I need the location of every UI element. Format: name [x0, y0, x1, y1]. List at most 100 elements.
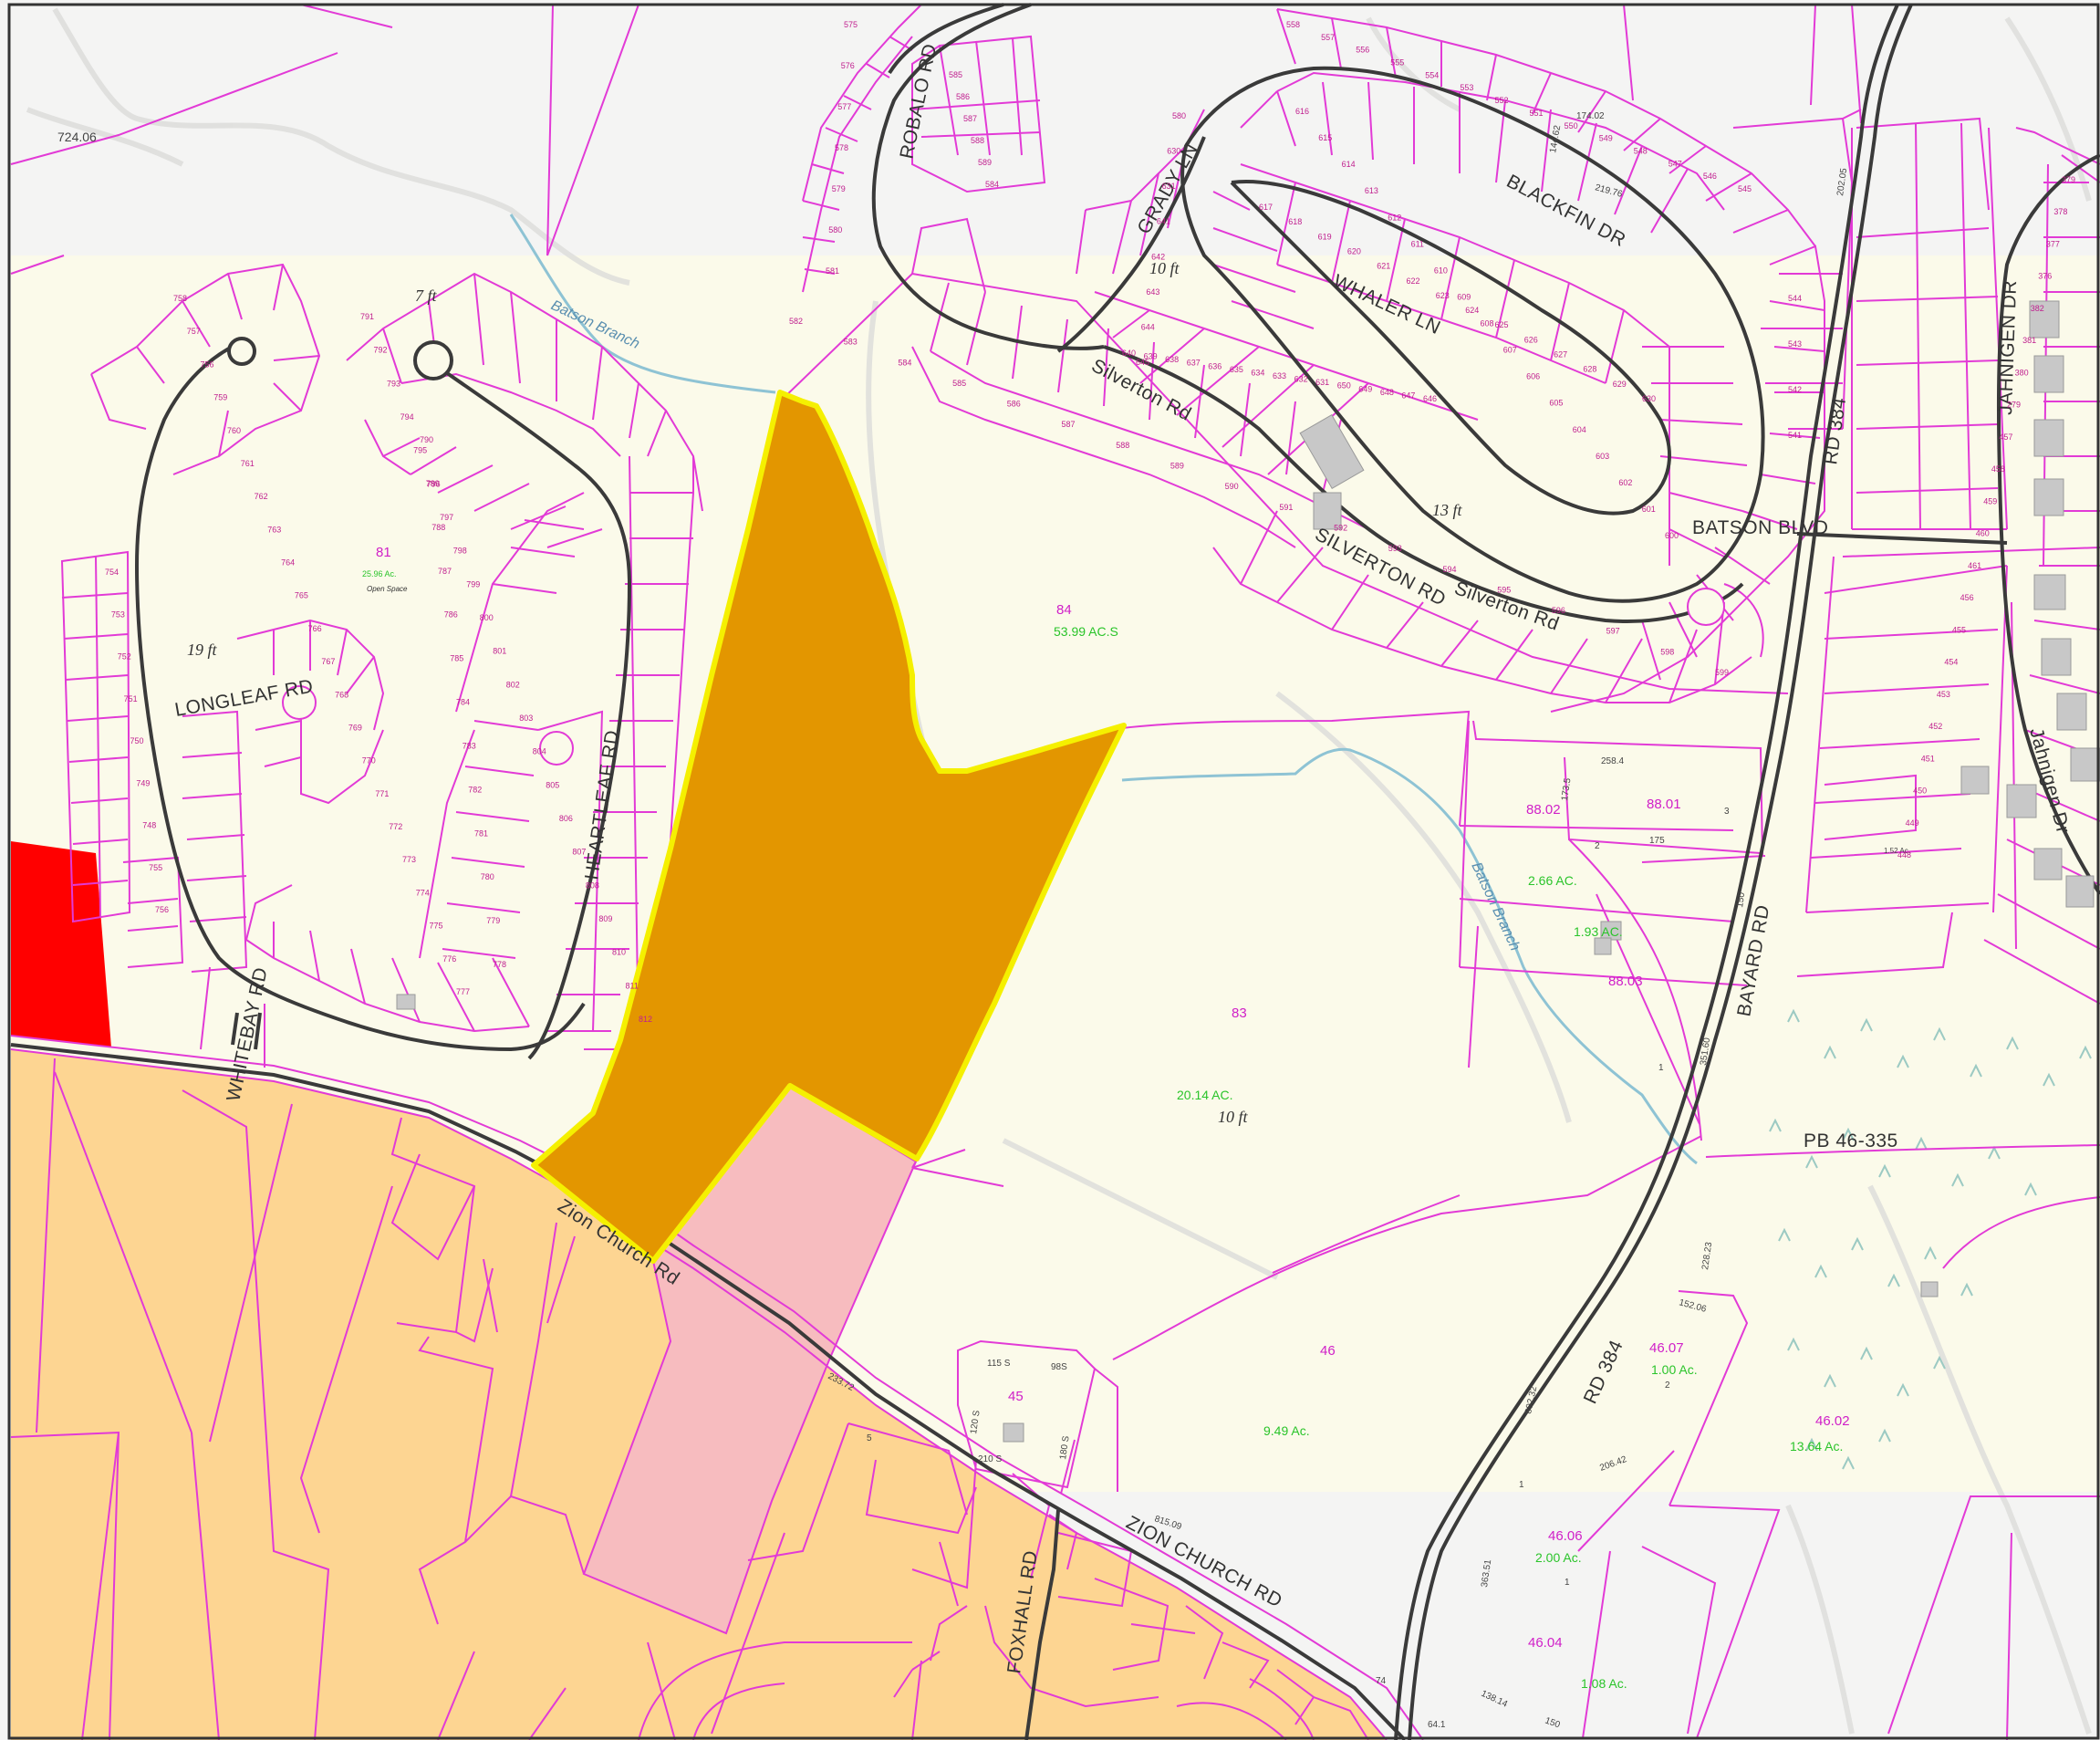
lot-number: 630: [1642, 394, 1656, 403]
lot-number: 631: [1315, 378, 1329, 387]
dim-1-a: 1: [1658, 1063, 1664, 1073]
lot-number: 778: [493, 960, 506, 969]
lot-number: 587: [963, 114, 977, 123]
lot-number: 452: [1928, 722, 1942, 731]
lot-number: 750: [130, 736, 144, 745]
parcel-labels: 81 25.96 Ac. Open Space 84 53.99 AC.S 83…: [362, 545, 1850, 1691]
dim-173-5: 173.5: [1560, 777, 1573, 802]
lot-number: 758: [173, 294, 187, 303]
lot-number: 786: [444, 610, 458, 620]
lot-number: 582: [789, 317, 803, 326]
lot-number: 583: [844, 338, 858, 347]
lot-number: 378: [2053, 207, 2067, 216]
blackfin-dr: [1180, 66, 1765, 603]
subdivision-lots-north: [802, 4, 1862, 713]
lot-number: 451: [1921, 754, 1935, 763]
lot-number: 590: [1225, 482, 1239, 491]
lot-number: 763: [267, 525, 281, 534]
lot-number: 551: [1530, 109, 1544, 118]
lot-number: 382: [2031, 304, 2044, 313]
lot-number: 749: [136, 778, 150, 787]
lot-number: 377: [2046, 240, 2060, 249]
lot-number: 810: [612, 948, 626, 957]
lot-number: 775: [430, 922, 443, 931]
parcel-84-acres: 53.99 AC.S: [1054, 624, 1118, 639]
lot-number: 548: [1634, 147, 1648, 156]
lot-number: 555: [1390, 58, 1404, 68]
lot-number: 802: [506, 680, 520, 689]
dim-3: 3: [1724, 807, 1730, 817]
dim-74: 74: [1376, 1676, 1387, 1686]
lot-number: 640: [1122, 349, 1136, 358]
lot-number: 596: [1552, 606, 1565, 615]
lot-number: 770: [362, 756, 376, 766]
cul-de-sac-1: [227, 337, 256, 366]
parcel-46-acres: 9.49 Ac.: [1263, 1423, 1310, 1438]
lot-number: 630: [1167, 147, 1180, 156]
lot-number: 620: [1347, 247, 1361, 256]
lot-number: 586: [1007, 400, 1021, 409]
lot-number: 624: [1465, 306, 1479, 315]
lot-number: 544: [1788, 294, 1802, 303]
lot-number: 771: [375, 789, 389, 798]
lot-number: 623: [1436, 291, 1450, 300]
lot-number: 756: [155, 905, 169, 914]
lot-number: 610: [1434, 266, 1448, 275]
lot-number: 800: [480, 613, 494, 622]
lot-number: 784: [456, 698, 470, 707]
lot-number: 600: [1665, 531, 1679, 540]
red-parcel[interactable]: [11, 841, 111, 1047]
lot-number: 381: [2022, 336, 2036, 345]
lot-number: 804: [533, 747, 546, 756]
lot-number: 791: [360, 312, 374, 321]
whaler-ln: [1230, 180, 1671, 516]
parcel-88-01-acres: 1.93 AC.: [1574, 924, 1623, 939]
lot-number: 629: [1613, 380, 1627, 389]
lot-number: 557: [1321, 33, 1335, 42]
lot-number: 769: [348, 724, 362, 733]
lot-number: 380: [2015, 368, 2029, 377]
parcel-46-06-number: 46.06: [1548, 1528, 1583, 1544]
elevation-7ft: 7 ft: [415, 287, 438, 305]
lot-number: 766: [308, 624, 322, 633]
lot-number: 607: [1503, 346, 1517, 355]
lot-number: 748: [142, 821, 156, 830]
lot-number: 762: [255, 492, 268, 501]
lot-number: 593: [1388, 544, 1402, 553]
lot-number: 450: [1913, 787, 1927, 796]
buildings: [396, 300, 2100, 1443]
lot-number: 793: [387, 379, 400, 388]
lot-number: 553: [1460, 83, 1473, 92]
jahnigen-dr: [1996, 153, 2100, 896]
lot-number: 605: [1549, 399, 1563, 408]
lot-number: 764: [281, 558, 295, 568]
lot-number: 636: [1208, 361, 1222, 370]
parcel-46-04-acres-a: 1.08 Ac.: [1581, 1676, 1627, 1691]
lot-number: 546: [1703, 172, 1717, 181]
dim-202-05: 202.05: [1835, 167, 1849, 196]
elevation-10ft-a: 10 ft: [1149, 259, 1180, 277]
lot-number: 634: [1251, 368, 1264, 377]
silverton-rd-upper: [1103, 345, 1744, 623]
parcel-83-number: 83: [1232, 1005, 1247, 1021]
label-batson-blvd: BATSON BLVD: [1692, 517, 1828, 538]
dimension-labels: 724.06 174.02 144.62 219.76 202.05 258.4…: [57, 111, 1910, 1731]
lot-number: 752: [118, 652, 131, 662]
lot-number: 552: [1495, 96, 1509, 105]
lot-number: 761: [241, 459, 255, 468]
lot-number: 448: [1897, 850, 1911, 860]
lot-number: 635: [1230, 365, 1243, 374]
lot-number: 454: [1944, 658, 1958, 667]
longleaf-rd: [134, 340, 586, 1052]
lot-number: 616: [1295, 107, 1309, 116]
lot-number: 789: [426, 479, 440, 488]
subject-parcel[interactable]: [531, 390, 1127, 1264]
lot-number: 806: [559, 814, 573, 823]
parcel-46-07-acres: 1.00 Ac.: [1651, 1362, 1698, 1377]
lot-number: 811: [626, 981, 639, 990]
dim-210s: 210 S: [978, 1454, 1002, 1464]
lot-number: 586: [956, 92, 970, 101]
lot-number: 768: [335, 690, 348, 699]
